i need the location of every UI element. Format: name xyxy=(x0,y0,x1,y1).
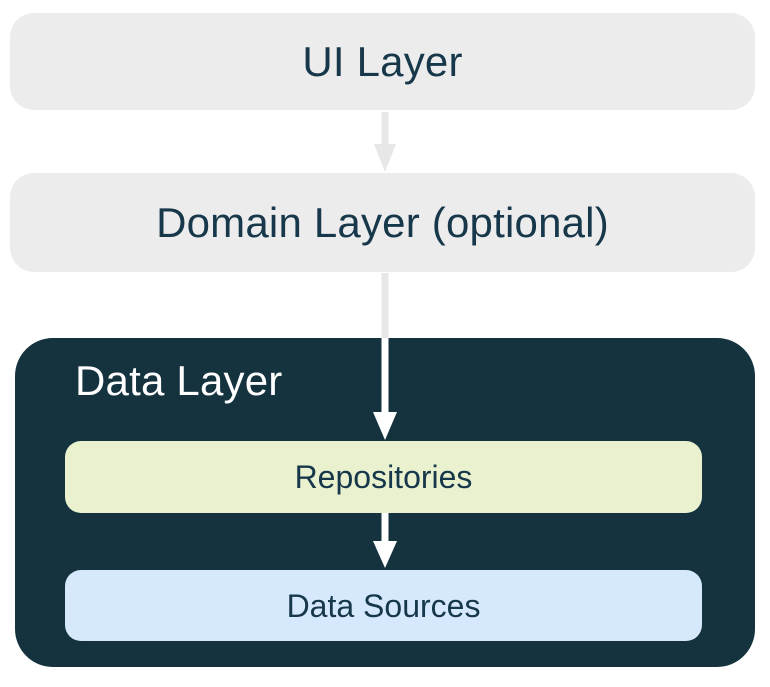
repositories-node: Repositories xyxy=(65,441,702,513)
ui-layer-label: UI Layer xyxy=(302,37,463,85)
domain-layer-label: Domain Layer (optional) xyxy=(156,198,609,246)
data-layer-label: Data Layer xyxy=(75,357,283,404)
repositories-label: Repositories xyxy=(294,459,473,495)
arrow-ui-to-domain xyxy=(374,112,396,172)
ui-layer-node: UI Layer xyxy=(10,13,755,110)
data-sources-node: Data Sources xyxy=(65,570,702,641)
data-sources-label: Data Sources xyxy=(286,587,481,624)
data-layer-node: Data Layer Repositories Data Sources xyxy=(15,338,755,667)
domain-layer-node: Domain Layer (optional) xyxy=(10,173,755,272)
